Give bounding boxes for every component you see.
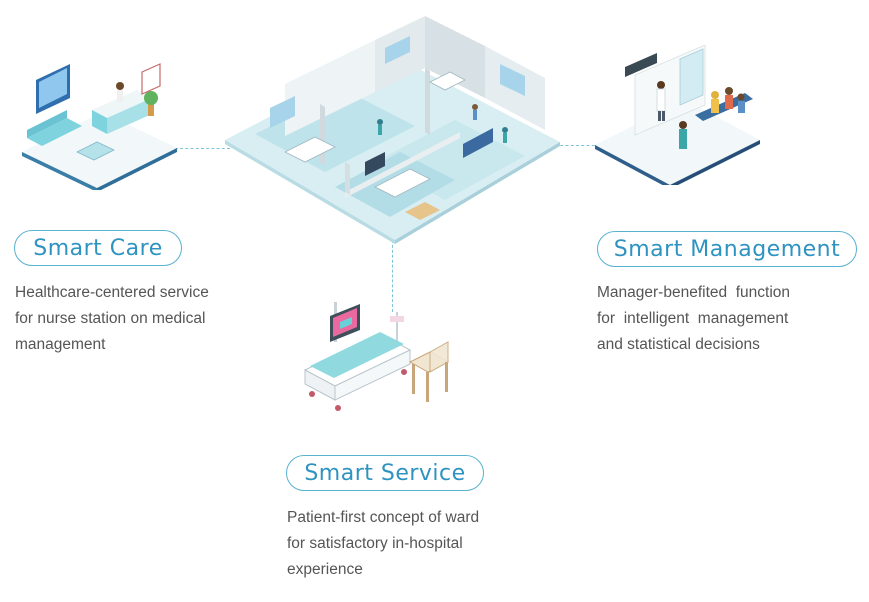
smart-care-line: management bbox=[15, 336, 106, 353]
smart-service-line: Patient-first concept of ward bbox=[287, 509, 480, 526]
smart-care-badge: Smart Care bbox=[14, 230, 182, 266]
smart-care-line: Healthcare-centered service bbox=[15, 284, 209, 301]
hospital-floorplan-illustration bbox=[225, 16, 560, 244]
smart-management-line: and statistical decisions bbox=[597, 336, 760, 353]
connector-bottom bbox=[392, 240, 393, 312]
connector-left bbox=[175, 148, 230, 149]
smart-care-line: for nurse station on medical bbox=[15, 310, 206, 327]
smart-management-title: Smart Management bbox=[613, 236, 841, 262]
smart-management-line: Manager-benefited function bbox=[597, 284, 791, 301]
nurse-station-illustration bbox=[22, 63, 177, 190]
smart-management-line: for intelligent management bbox=[597, 310, 789, 327]
management-illustration bbox=[595, 45, 760, 185]
smart-management-badge: Smart Management bbox=[597, 231, 857, 267]
smart-care-description: Healthcare-centered service for nurse st… bbox=[15, 280, 209, 358]
smart-management-description: Manager-benefited function for intellige… bbox=[597, 280, 790, 358]
hospital-bed-illustration bbox=[303, 302, 450, 411]
smart-service-line: experience bbox=[287, 561, 363, 578]
smart-service-description: Patient-first concept of ward for satisf… bbox=[287, 505, 479, 583]
connector-right bbox=[555, 145, 600, 146]
smart-service-line: for satisfactory in-hospital bbox=[287, 535, 463, 552]
smart-service-title: Smart Service bbox=[304, 460, 466, 486]
smart-service-badge: Smart Service bbox=[286, 455, 484, 491]
smart-care-title: Smart Care bbox=[33, 235, 163, 261]
